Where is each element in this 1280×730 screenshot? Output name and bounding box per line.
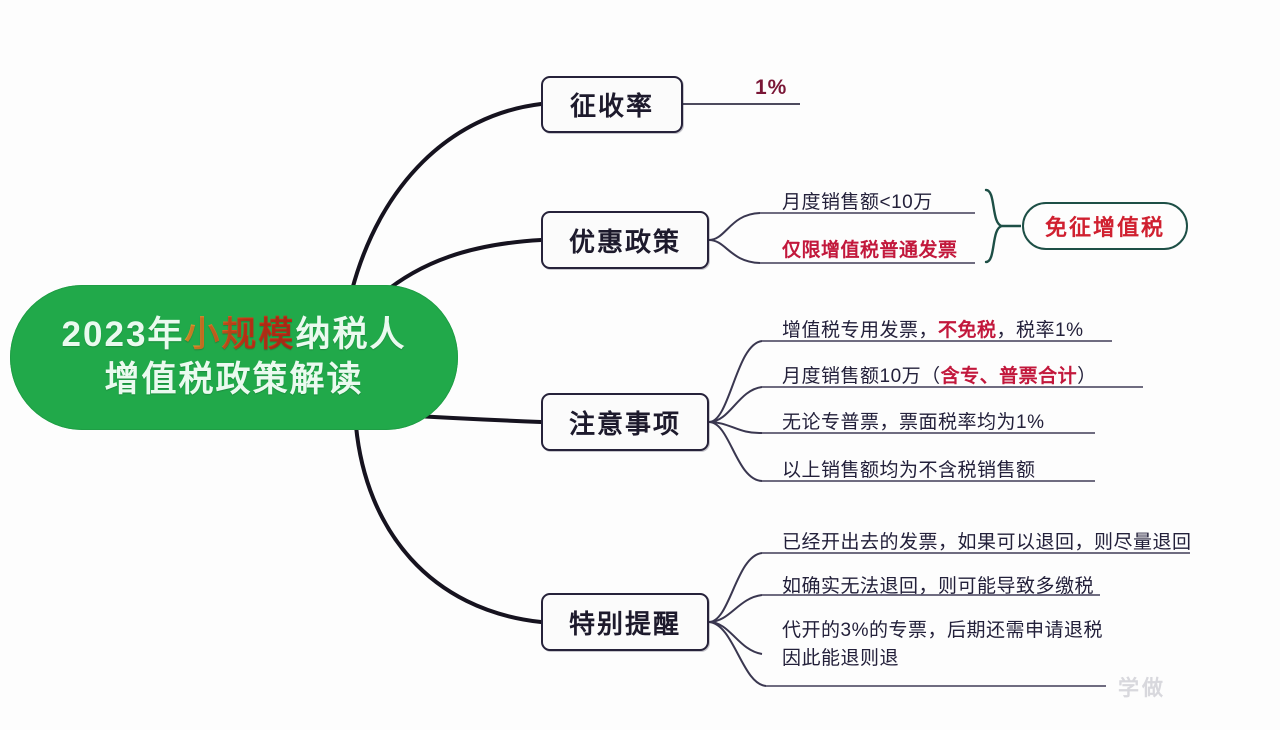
leaf-monthly-sales-combined: 月度销售额10万（含专、普票合计） (782, 364, 1097, 390)
leaf-text-post: ，税率1% (996, 320, 1084, 341)
leaf-text-pre: 增值税专用发票， (782, 320, 939, 341)
leaf-text-pre: 月度销售额10万（ (782, 366, 941, 387)
leaf-text-post: ） (1077, 366, 1097, 387)
branch-node-special-reminder[interactable]: 特别提醒 (541, 593, 709, 651)
root-title-line-1: 2023年小规模纳税人 (62, 313, 407, 358)
leaf-return-issued-invoice: 已经开出去的发票，如果可以退回，则尽量退回 (782, 532, 1192, 553)
root-node[interactable]: 2023年小规模纳税人 增值税政策解读 (10, 285, 458, 430)
leaf-monthly-sales-threshold: 月度销售额<10万 (782, 192, 933, 213)
branch-node-collection-rate[interactable]: 征收率 (541, 76, 683, 133)
leaf-sales-exclude-tax: 以上销售额均为不含税销售额 (782, 460, 1036, 481)
leaf-text-emphasis: 不免税 (938, 320, 997, 341)
leaf-text-emphasis: 含专、普票合计 (940, 366, 1078, 387)
leaf-three-percent-refund: 代开的3%的专票，后期还需申请退税 (782, 620, 1103, 641)
leaf-special-invoice-not-exempt: 增值税专用发票，不免税，税率1% (782, 318, 1084, 344)
leaf-return-when-possible: 因此能退则退 (782, 648, 900, 669)
root-title-highlight: 小规模 (184, 314, 296, 354)
branch-label: 特别提醒 (568, 608, 681, 639)
branch-node-preferential-policy[interactable]: 优惠政策 (541, 211, 709, 269)
branch-label: 注意事项 (568, 408, 681, 439)
branch-label: 优惠政策 (568, 226, 681, 257)
leaf-ordinary-invoice-only: 仅限增值税普通发票 (782, 240, 958, 261)
callout-vat-exempt[interactable]: 免征增值税 (1022, 202, 1188, 250)
branch-label: 征收率 (569, 91, 654, 121)
watermark: 学做 (1118, 677, 1166, 700)
leaf-invoice-face-rate: 无论专普票，票面税率均为1% (782, 412, 1045, 433)
root-title-prefix: 2023年 (61, 314, 185, 354)
rate-annotation: 1% (755, 76, 788, 99)
root-title-line-2: 增值税政策解读 (104, 359, 364, 399)
leaf-cannot-return-overpay: 如确实无法退回，则可能导致多缴税 (782, 576, 1095, 597)
callout-label: 免征增值税 (1044, 215, 1165, 240)
branch-node-notes[interactable]: 注意事项 (541, 393, 709, 451)
root-title-suffix: 纳税人 (295, 314, 407, 354)
